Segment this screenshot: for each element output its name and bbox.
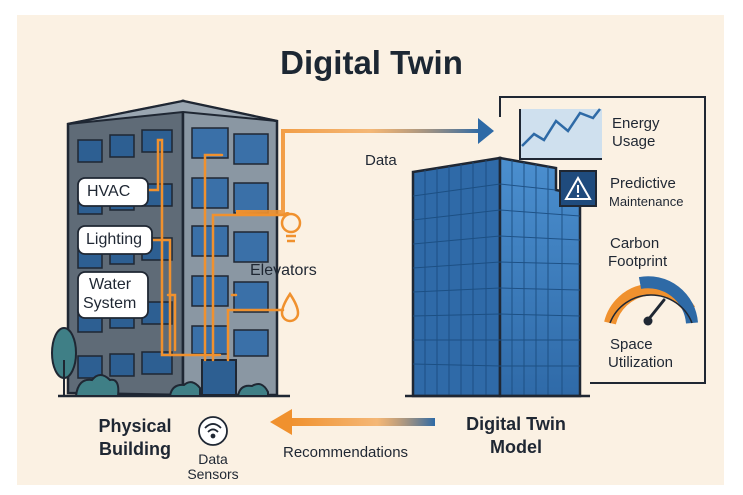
wiring — [145, 138, 285, 362]
data-arrow — [236, 118, 494, 214]
space-label-line1: Space — [610, 336, 653, 353]
sensors-label-line2: Sensors — [187, 466, 239, 482]
lightbulb-icon — [280, 211, 302, 243]
recommendations-arrow — [270, 409, 435, 435]
bush-icon — [74, 374, 269, 397]
twin-model-label-line2: Model — [490, 437, 542, 457]
physical-building-label-line1: Physical — [98, 416, 172, 436]
twin-building — [405, 156, 590, 398]
twin-model-label-line1: Digital Twin — [466, 414, 566, 434]
carbon-label-line1: Carbon — [610, 235, 660, 252]
building-right-windows — [191, 127, 269, 357]
carbon-label-line2: Footprint — [608, 253, 668, 270]
building-door — [201, 359, 237, 396]
water-box — [77, 271, 149, 319]
maintenance-label-line2: Maintenance — [609, 194, 684, 209]
wifi-sensor-icon — [198, 416, 228, 446]
water-drop-icon — [280, 291, 300, 323]
recommendations-label: Recommendations — [283, 444, 409, 461]
space-label-line2: Utilization — [608, 354, 674, 371]
warning-icon — [559, 170, 597, 207]
elevators-label: Elevators — [250, 262, 317, 279]
sensors-label-line1: Data — [198, 451, 228, 467]
lighting-label: Lighting — [86, 231, 143, 248]
energy-label-line2: Usage — [612, 133, 656, 150]
twin-grid — [412, 160, 581, 396]
lighting-box — [77, 225, 153, 255]
system-label-boxes — [77, 177, 153, 319]
metrics-panel-frame — [499, 96, 706, 384]
maintenance-label-line1: Predictive — [610, 175, 676, 192]
hvac-box — [77, 177, 149, 207]
energy-label-line1: Energy — [612, 115, 660, 132]
gauge-icon — [604, 276, 698, 326]
data-flow-label: Data — [365, 152, 397, 169]
water-label-line2: System — [83, 295, 137, 312]
hvac-label: HVAC — [87, 183, 131, 200]
page-title: Digital Twin — [280, 44, 463, 81]
physical-building-label-line2: Building — [99, 439, 171, 459]
tree-icon — [51, 327, 77, 396]
water-label-line1: Water — [89, 276, 132, 293]
line-chart-icon — [519, 108, 602, 160]
